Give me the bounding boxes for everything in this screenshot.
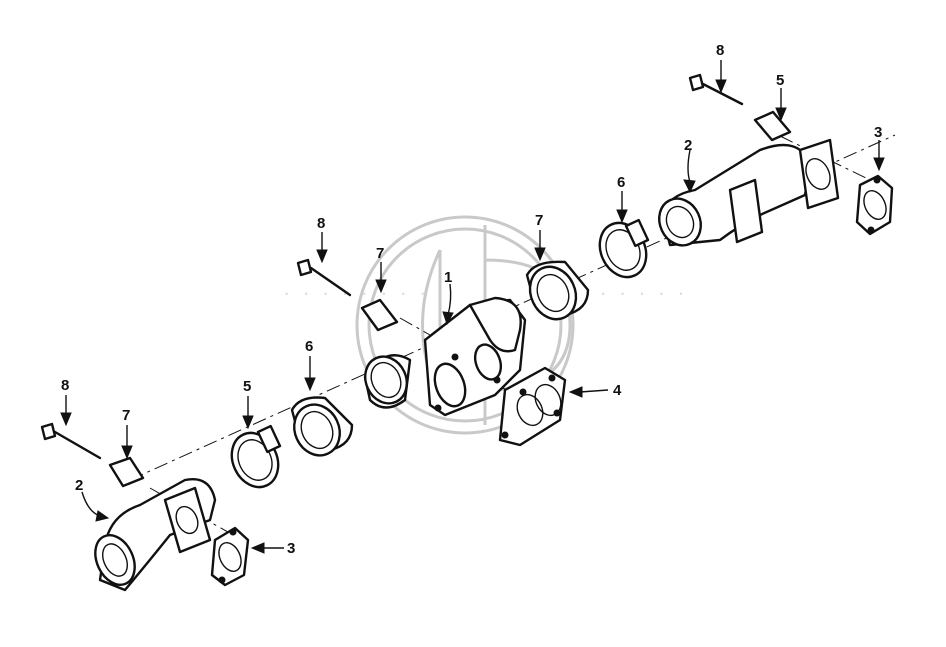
callout-4: 4 [613, 382, 622, 399]
callout-7-right: 5 [776, 72, 784, 89]
part-8-bolt-right [688, 73, 744, 106]
part-4-gasket [498, 366, 567, 447]
callout-2-right: 2 [684, 137, 692, 154]
callout-3-right: 3 [874, 124, 882, 141]
part-2-elbow-left [94, 478, 217, 592]
callout-8-left: 8 [61, 377, 69, 394]
callout-8-center: 8 [317, 215, 325, 232]
callout-7-center: 7 [376, 245, 384, 262]
callout-1: 1 [444, 269, 452, 286]
part-8-bolt-center [296, 258, 352, 297]
part-8-bolt-left [40, 422, 102, 460]
callout-labels: 8 7 2 5 6 3 8 7 1 4 7 6 2 8 5 3 [61, 42, 882, 557]
part-3-gasket-left [210, 526, 250, 587]
callout-8-right: 8 [716, 42, 724, 59]
part-6-sleeve-right [525, 260, 590, 321]
svg-text:· · · · · · · ·: · · · · · · · · [283, 280, 429, 305]
callout-6-left: 6 [305, 338, 313, 355]
svg-text:· · · · · ·: · · · · · · [580, 280, 688, 305]
part-6-sleeve-left [290, 396, 354, 457]
part-3-gasket-right [855, 174, 894, 236]
part-1-center-housing [363, 296, 527, 417]
callout-3-left: 3 [287, 540, 295, 557]
part-7-spacer-right [753, 110, 792, 142]
callout-5-right: 6 [617, 174, 625, 191]
part-7-spacer-left [108, 456, 145, 488]
callout-5-left: 5 [243, 378, 251, 395]
part-7-spacer-center [360, 298, 399, 332]
part-5-clamp-right [598, 218, 650, 279]
callout-7-left: 7 [122, 407, 130, 424]
part-5-clamp-left [230, 424, 282, 489]
callout-arrows [60, 60, 885, 554]
callout-6-right: 7 [535, 212, 543, 229]
callout-2-left: 2 [75, 477, 83, 494]
part-2-elbow-right [658, 138, 840, 247]
